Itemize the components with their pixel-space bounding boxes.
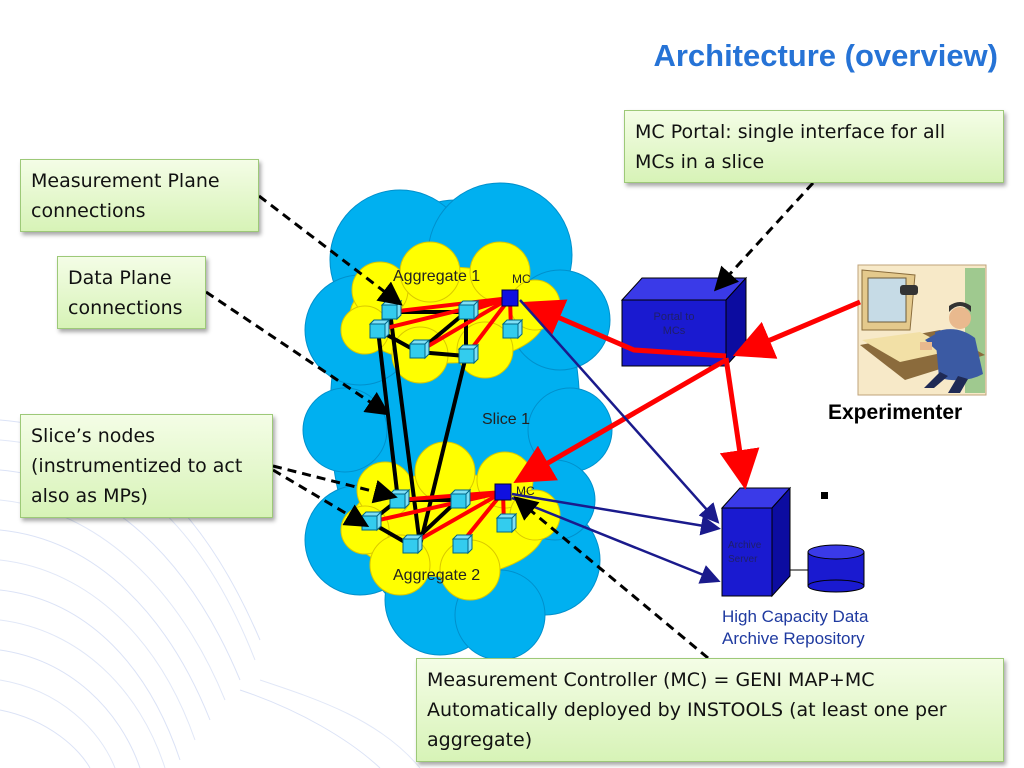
node [388,488,411,510]
mc-node-1 [501,289,519,307]
slice-nodes-callout: Slice’s nodes (instrumentized to act als… [20,414,273,518]
aggregate-1-nodes [368,299,524,365]
archive-text-line-2: Server [728,554,758,565]
database-cylinder-icon [807,544,865,593]
mc-portal-callout: MC Portal: single interface for all MCs … [624,110,1004,183]
experimenter-icon [857,264,987,396]
bullet-dot [821,492,828,499]
callout-line: Slice’s nodes [31,425,156,447]
archive-text-line-1: Archive [728,540,762,551]
mc-node-2 [494,483,512,501]
callout-line: also as MPs) [31,485,148,507]
node [451,533,474,555]
portal-text-line-2: MCs [663,325,686,337]
node [457,343,480,365]
measurement-plane-callout: Measurement Plane connections [20,159,259,232]
callout-line: Measurement Controller (MC) = GENI MAP+M… [427,669,875,691]
experimenter-label: Experimenter [828,401,963,424]
archive-label-line: Archive Repository [722,629,865,648]
node [368,318,391,340]
mc-label-1: MC [512,272,531,286]
callout-pointers [205,181,815,660]
mc-definition-callout: Measurement Controller (MC) = GENI MAP+M… [416,658,1004,762]
callout-line: Measurement Plane [31,170,220,192]
node [457,299,480,321]
navy-arrows [511,299,721,584]
callout-line: connections [31,200,146,222]
node [501,318,524,340]
callout-line: MCs in a slice [635,151,765,173]
callout-line: (instrumentized to act [31,455,243,477]
node [401,533,424,555]
node [408,338,431,360]
portal-text-line-1: Portal to [654,311,695,323]
callout-line: Automatically deployed by INSTOOLS (at l… [427,699,947,721]
callout-line: MC Portal: single interface for all [635,121,946,143]
archive-server: Archive Server [720,486,792,598]
node [380,299,403,321]
archive-repository-label: High Capacity Data Archive Repository [722,606,868,650]
slide-title: Architecture (overview) [653,38,998,73]
callout-line: connections [68,297,183,319]
archive-label-line: High Capacity Data [722,607,869,626]
data-plane-callout: Data Plane connections [57,256,206,329]
aggregate-2-label: Aggregate 2 [393,567,480,584]
node [360,510,383,532]
node [495,512,518,534]
callout-line: aggregate) [427,729,533,751]
slice-label: Slice 1 [482,411,530,428]
aggregate-1-label: Aggregate 1 [393,268,480,285]
callout-line: Data Plane [68,267,172,289]
red-arrows [513,299,861,490]
node [449,488,472,510]
